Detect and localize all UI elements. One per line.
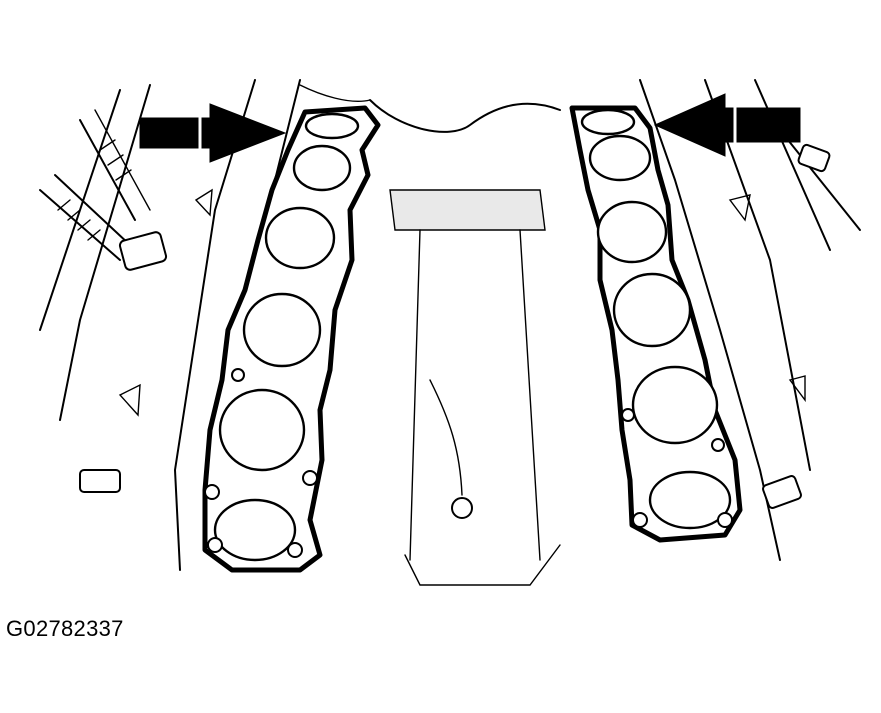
left-gasket-arrow xyxy=(139,103,287,163)
right-gasket-arrow xyxy=(653,93,801,157)
right-intake-gasket xyxy=(569,105,743,543)
figure-id-label: G02782337 xyxy=(6,616,124,641)
left-intake-gasket xyxy=(202,105,381,573)
